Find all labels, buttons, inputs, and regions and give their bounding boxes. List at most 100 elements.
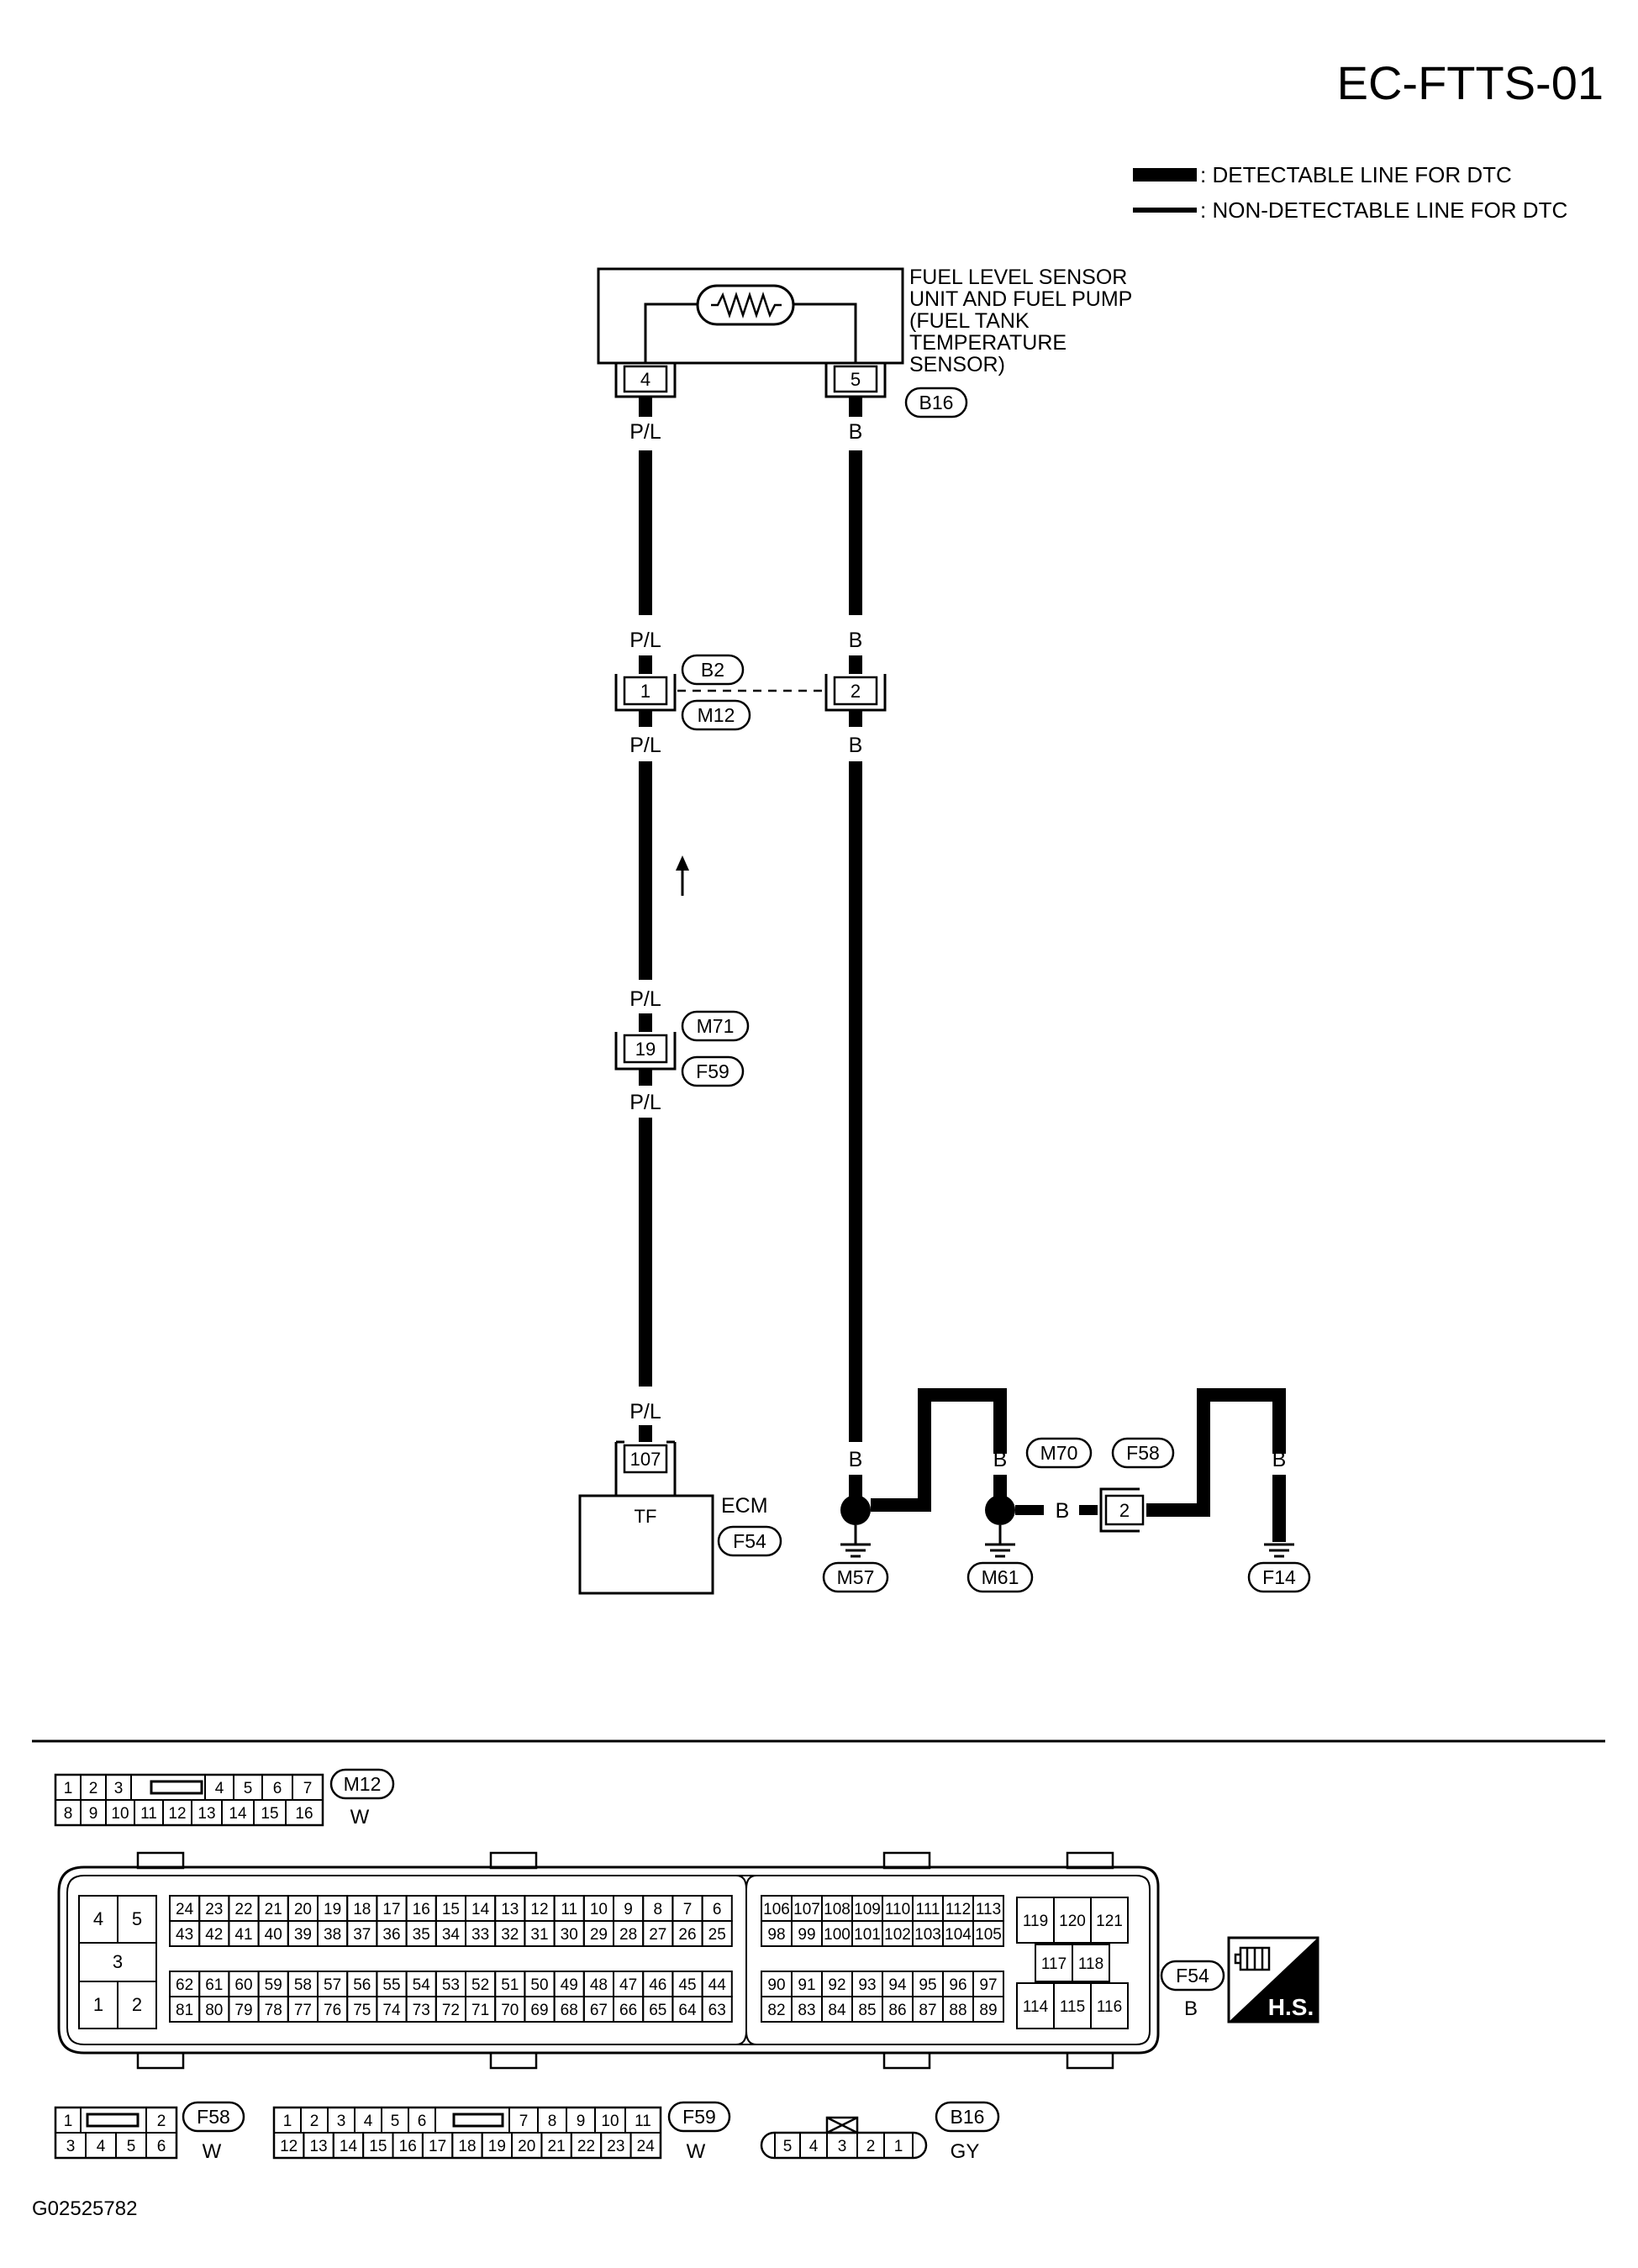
f54-pin-3: 3 (113, 1951, 123, 1972)
m12-pin-12: 12 (168, 1805, 186, 1823)
f54-pin-34: 34 (442, 1926, 461, 1944)
wire-b-label-9: B (1272, 1448, 1287, 1471)
diagram-title: EC-FTTS-01 (1337, 56, 1604, 109)
m12-pin-4: 4 (215, 1780, 224, 1797)
f54-pin-78: 78 (265, 2002, 282, 2019)
f54-pin-2: 2 (132, 1994, 142, 2015)
f54-pin-106: 106 (763, 1901, 790, 1918)
svg-text:M12: M12 (698, 704, 735, 726)
connector-hand-icon (1234, 1946, 1271, 1971)
f54-pin-22: 22 (234, 1901, 252, 1918)
svg-text:107: 107 (630, 1449, 661, 1470)
wire-b-label-5: B (918, 1448, 932, 1471)
wire-pl-stub-3 (639, 710, 652, 727)
legend-thin-line-sample (1133, 208, 1197, 213)
ground-m57: M57 (822, 1495, 889, 1593)
joint-b2-m12-pin-1: 1 (614, 674, 677, 712)
f54-pin-62: 62 (176, 1976, 193, 1994)
f54-pin-18: 18 (353, 1901, 371, 1918)
ecm-label: ECM (721, 1494, 768, 1518)
f54-pin-104: 104 (945, 1926, 972, 1944)
f54-pin-93: 93 (858, 1976, 876, 1994)
f59-pin-10: 10 (601, 2113, 619, 2130)
f58-pin-5: 5 (127, 2138, 136, 2155)
f54-pin-21: 21 (265, 1901, 282, 1918)
f54-pin-113: 113 (976, 1901, 1001, 1918)
ground-f14: F14 (1247, 1543, 1311, 1593)
circuit-pl: P/L P/L 1 B2 M12 P/L P/L (578, 397, 826, 1595)
f54-pin-80: 80 (205, 2002, 223, 2019)
f54-pin-108: 108 (824, 1901, 851, 1918)
f54-pin-12: 12 (530, 1901, 548, 1918)
wire-pl-label-3: P/L (629, 734, 661, 757)
ground-m57-label: M57 (837, 1566, 875, 1588)
svg-text:F58: F58 (197, 2106, 230, 2128)
wire-b-label-1: B (849, 420, 863, 444)
connector-tag-f59-view: F59 (667, 2101, 731, 2133)
f59-pin-12: 12 (280, 2138, 298, 2155)
f54-pin-114: 114 (1023, 1998, 1049, 2016)
f54-pin-15: 15 (442, 1901, 460, 1918)
f54-pin-100: 100 (824, 1926, 851, 1944)
f54-pin-26: 26 (678, 1926, 696, 1944)
svg-text:2: 2 (1119, 1500, 1130, 1521)
f54-pin-98: 98 (767, 1926, 785, 1944)
f54-pin-13: 13 (501, 1901, 519, 1918)
resistor-zigzag-icon (711, 292, 782, 318)
f54-pin-19: 19 (324, 1901, 341, 1918)
wire-b-jumper-2-stub-2 (1197, 1475, 1210, 1508)
f54-color: B (1184, 1997, 1198, 2020)
f54-pin-7: 7 (683, 1901, 693, 1918)
f54-pin-67: 67 (590, 2002, 608, 2019)
wire-b-stub-2 (849, 655, 862, 674)
signal-arrow-up-icon (676, 855, 689, 896)
m12-pin-13: 13 (198, 1805, 215, 1823)
svg-text:M12: M12 (344, 1773, 382, 1795)
f54-pin-91: 91 (798, 1976, 815, 1994)
connector-tag-m71: M71 (681, 1010, 750, 1042)
f59-pin-24: 24 (637, 2138, 656, 2155)
f59-pin-8: 8 (548, 2113, 557, 2130)
f54-pin-42: 42 (205, 1926, 223, 1944)
f54-pin-5: 5 (132, 1908, 142, 1929)
wire-b-segment-2 (849, 761, 862, 1442)
f54-pin-77: 77 (294, 2002, 312, 2019)
f54-pin-73: 73 (413, 2002, 430, 2019)
m12-pin-5: 5 (244, 1780, 253, 1797)
f54-pin-14: 14 (471, 1901, 490, 1918)
figure-code: G02525782 (32, 2197, 137, 2220)
f54-pin-95: 95 (919, 1976, 936, 1994)
m12-pin-6: 6 (273, 1780, 282, 1797)
wire-b-label-8: B (1197, 1448, 1211, 1471)
connector-tag-b2: B2 (681, 654, 745, 686)
f59-color: W (687, 2140, 706, 2163)
sensor-internal-wire-right (793, 303, 857, 363)
f59-pin-3: 3 (337, 2113, 346, 2130)
f59-pin-11: 11 (635, 2113, 651, 2130)
f54-pin-43: 43 (176, 1926, 193, 1944)
f54-pin-75: 75 (353, 2002, 371, 2019)
sensor-pin-4-label: 4 (640, 369, 650, 390)
m12-pin-15: 15 (261, 1805, 278, 1823)
f54-pin-33: 33 (471, 1926, 489, 1944)
fuel-level-sensor-unit: FUEL LEVEL SENSOR UNIT AND FUEL PUMP (FU… (597, 266, 1132, 418)
f54-pin-49: 49 (561, 1976, 578, 1994)
lock-icon-f58 (86, 2113, 140, 2128)
wire-b-jumper-1-stub-2 (918, 1475, 931, 1508)
f58-color: W (203, 2140, 222, 2163)
lock-icon (150, 1780, 203, 1795)
f54-pin-32: 32 (501, 1926, 519, 1944)
f54-pin-52: 52 (471, 1976, 489, 1994)
wire-b-label-6: B (993, 1448, 1008, 1471)
splice-dot (840, 1495, 871, 1525)
f54-pin-99: 99 (798, 1926, 815, 1944)
f54-pin-40: 40 (265, 1926, 282, 1944)
b16-lock-icon (825, 2116, 859, 2134)
f54-pin-59: 59 (265, 1976, 282, 1994)
svg-text:19: 19 (635, 1039, 656, 1060)
sensor-pin-5-label: 5 (851, 369, 861, 390)
